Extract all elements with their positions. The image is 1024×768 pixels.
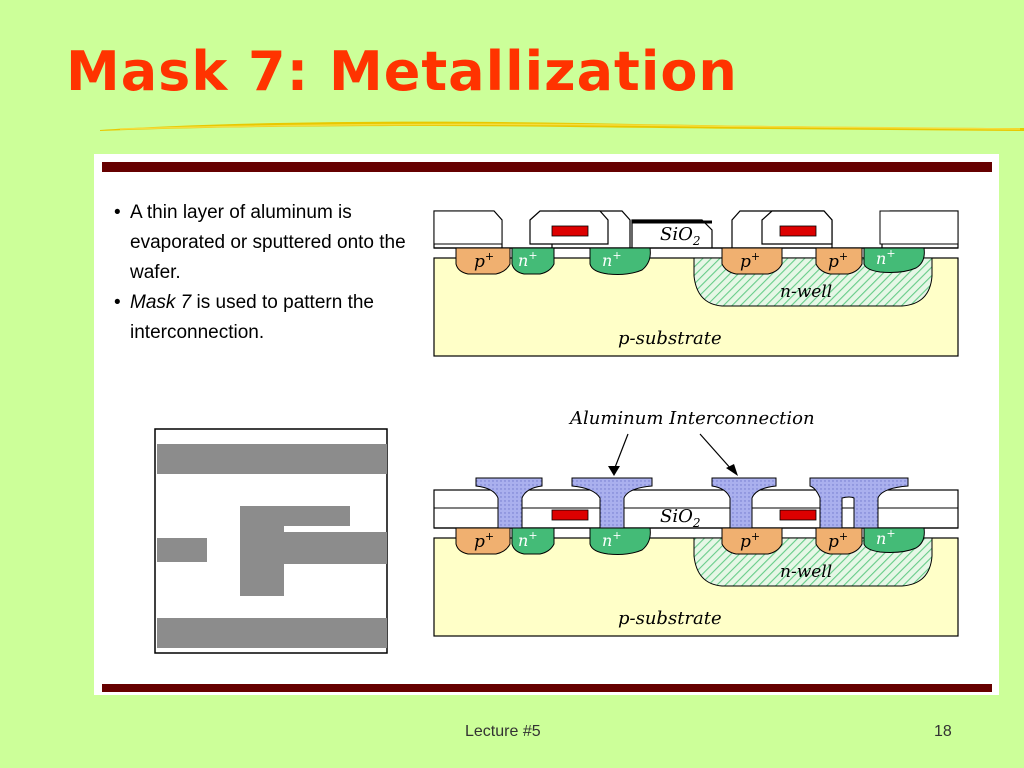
bullet-item: Mask 7 is used to pattern the interconne… xyxy=(112,288,412,348)
slide-title: Mask 7: Metallization xyxy=(66,40,738,103)
cross-section-metallized: p+ n+ n+ SiO2 p+ p+ n+ n-well p-substrat… xyxy=(433,433,959,637)
panel-top-bar xyxy=(102,162,992,172)
label-p-plus-2: p+ xyxy=(740,530,760,552)
panel-bottom-bar xyxy=(102,684,992,692)
label-n-plus-1: n+ xyxy=(518,249,538,270)
label-p-plus-2: p+ xyxy=(740,250,760,272)
bullet-text: is used to pattern the interconnection. xyxy=(130,292,374,343)
label-n-well: n-well xyxy=(780,282,832,302)
title-underline xyxy=(100,121,1024,131)
label-n-plus-3: n+ xyxy=(876,247,896,268)
label-p-plus-1: p+ xyxy=(474,250,494,272)
label-sio2: SiO2 xyxy=(660,506,701,530)
label-p-plus-3: p+ xyxy=(828,250,848,272)
label-p-plus-1: p+ xyxy=(474,530,494,552)
bullet-emphasis: Mask 7 xyxy=(130,292,192,313)
footer-lecture: Lecture #5 xyxy=(465,723,541,740)
label-n-plus-1: n+ xyxy=(518,529,538,550)
page-number: 18 xyxy=(934,723,952,740)
aluminum-interconnection-label: Aluminum Interconnection xyxy=(570,408,815,429)
mask-7-pattern xyxy=(154,428,388,654)
bullet-text: A thin layer of aluminum is evaporated o… xyxy=(130,202,406,283)
label-n-plus-2: n+ xyxy=(602,529,622,550)
label-p-substrate: p-substrate xyxy=(618,608,722,629)
label-p-plus-3: p+ xyxy=(828,530,848,552)
cross-section-before: p+ n+ n+ SiO2 p+ p+ n+ n-well p-substrat… xyxy=(433,210,959,357)
label-p-substrate: p-substrate xyxy=(618,328,722,349)
bullet-list: A thin layer of aluminum is evaporated o… xyxy=(112,198,412,348)
figure-panel: A thin layer of aluminum is evaporated o… xyxy=(94,154,999,695)
label-n-plus-3: n+ xyxy=(876,527,896,548)
label-n-well: n-well xyxy=(780,562,832,582)
label-sio2: SiO2 xyxy=(660,224,701,248)
label-n-plus-2: n+ xyxy=(602,249,622,270)
bullet-item: A thin layer of aluminum is evaporated o… xyxy=(112,198,412,288)
